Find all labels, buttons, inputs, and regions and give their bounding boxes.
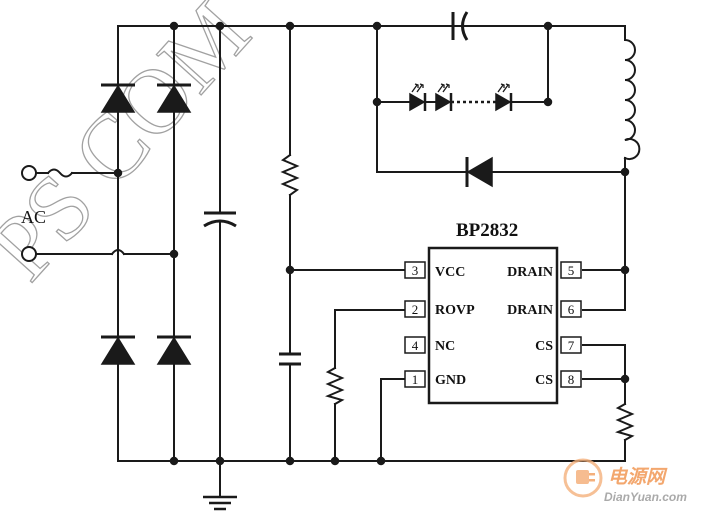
pin-1-number: 1 <box>412 372 419 387</box>
pin-label-vcc: VCC <box>435 265 465 280</box>
pin-label-cs-8: CS <box>535 373 553 388</box>
bridge-diode-bottom-left <box>100 335 136 365</box>
logo-english-text: DianYuan.com <box>604 490 687 504</box>
pin-label-drain-6: DRAIN <box>507 303 553 318</box>
bridge-rectifier <box>100 83 192 365</box>
pin-6-number: 6 <box>568 302 575 317</box>
bridge-diode-bottom-right <box>156 335 192 365</box>
pin-label-cs-7: CS <box>535 339 553 354</box>
led-1 <box>409 83 427 112</box>
pin-label-drain-5: DRAIN <box>507 265 553 280</box>
logo-chinese-text: 电源网 <box>608 466 668 488</box>
ic-bp2832: BP2832 3 2 4 1 5 6 7 8 VCC ROVP NC GND D… <box>404 220 582 405</box>
bridge-diode-top-left <box>100 83 136 113</box>
bulk-capacitor <box>203 211 237 228</box>
pin-label-nc: NC <box>435 339 455 354</box>
pin-8-number: 8 <box>568 372 575 387</box>
pin-5-number: 5 <box>568 263 575 278</box>
pin-3-number: 3 <box>412 263 419 278</box>
startup-resistor <box>280 153 300 197</box>
chip-name: BP2832 <box>456 220 518 241</box>
dianyuan-logo: 电源网 DianYuan.com <box>563 458 687 504</box>
junction-dots <box>113 21 630 466</box>
led-2 <box>435 83 453 112</box>
plug-icon <box>563 458 603 498</box>
bridge-diode-top-right <box>156 83 192 113</box>
pin-4-number: 4 <box>412 338 419 353</box>
pin-label-gnd: GND <box>435 373 466 388</box>
led-n <box>495 83 513 112</box>
led-string <box>409 83 513 112</box>
pin-7-number: 7 <box>568 338 575 353</box>
vcc-capacitor <box>279 352 301 366</box>
ac-label: AC <box>21 207 46 227</box>
freewheel-diode <box>465 156 493 188</box>
output-capacitor <box>451 11 549 41</box>
inductor <box>623 38 641 160</box>
rovp-resistor <box>325 366 345 406</box>
ac-terminals: AC <box>21 165 46 262</box>
pin-label-rovp: ROVP <box>435 303 475 318</box>
pin-2-number: 2 <box>412 302 419 317</box>
ground-symbol <box>203 495 237 511</box>
cs-sense-resistor <box>615 402 635 442</box>
